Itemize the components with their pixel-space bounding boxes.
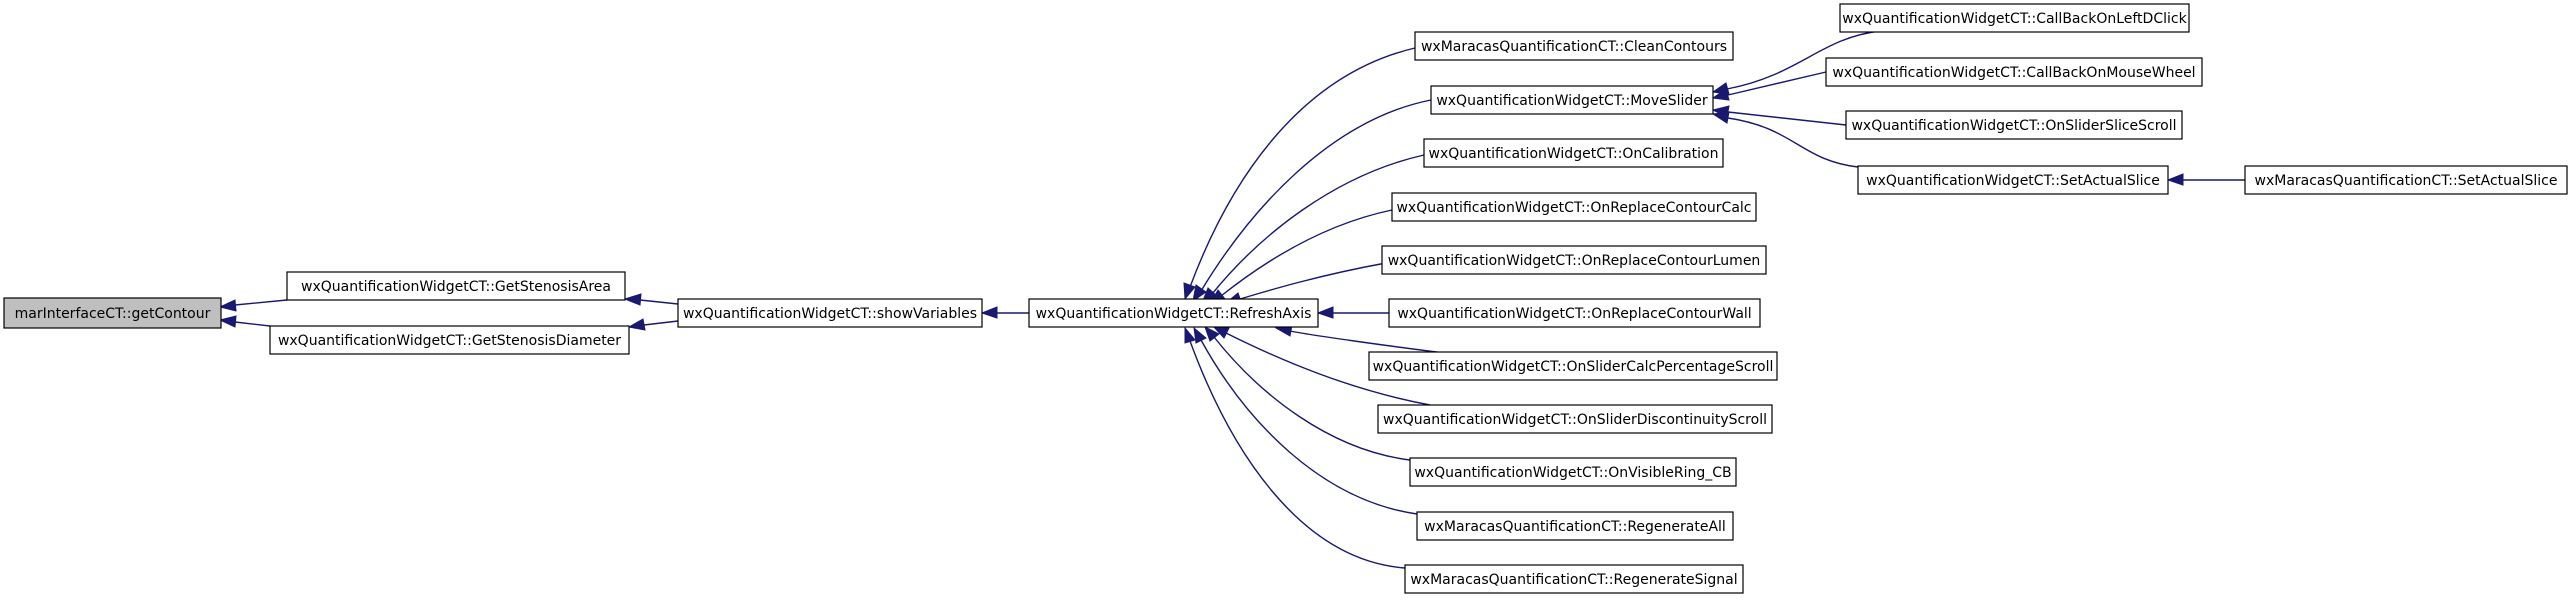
edge-onReplaceContourCalc-to-refreshAxis (1208, 209, 1393, 305)
edge-regenerateSignal-to-refreshAxis (1184, 326, 1406, 569)
node-label-setActualSliceMaracas: wxMaracasQuantificationCT::SetActualSlic… (2255, 173, 2558, 189)
node-label-regenerateSignal: wxMaracasQuantificationCT::RegenerateSig… (1410, 572, 1737, 588)
edge-getStenosisDiameter-to-getContour (218, 315, 271, 328)
node-regenerateSignal[interactable]: wxMaracasQuantificationCT::RegenerateSig… (1404, 564, 1744, 594)
edge-showVariables-to-getStenosisDiameter (627, 318, 679, 331)
edge-callBackOnMouseWheel-to-moveSlider (1711, 71, 1827, 101)
node-label-onReplaceContourCalc: wxQuantificationWidgetCT::OnReplaceConto… (1396, 200, 1751, 216)
edge-onReplaceContourLumen-to-refreshAxis (1224, 262, 1387, 305)
node-onSliderCalcPercentageScroll[interactable]: wxQuantificationWidgetCT::OnSliderCalcPe… (1368, 351, 1778, 381)
node-label-refreshAxis: wxQuantificationWidgetCT::RefreshAxis (1036, 306, 1312, 322)
edge-onSliderCalcPercentageScroll-to-refreshAxis (1274, 324, 1461, 356)
edge-moveSlider-to-refreshAxis (1192, 99, 1432, 303)
node-label-moveSlider: wxQuantificationWidgetCT::MoveSlider (1436, 93, 1708, 109)
nodes: marInterfaceCT::getContour wxQuantificat… (3, 3, 2568, 594)
node-label-onSliderCalcPercentageScroll: wxQuantificationWidgetCT::OnSliderCalcPe… (1373, 359, 1774, 375)
edge-cleanContours-to-refreshAxis (1183, 47, 1416, 301)
node-label-callBackOnMouseWheel: wxQuantificationWidgetCT::CallBackOnMous… (1832, 65, 2195, 81)
edge-onReplaceContourWall-to-refreshAxis (1316, 306, 1389, 319)
node-label-regenerateAll: wxMaracasQuantificationCT::RegenerateAll (1424, 519, 1726, 535)
node-label-getStenosisDiameter: wxQuantificationWidgetCT::GetStenosisDia… (278, 333, 621, 349)
edge-regenerateAll-to-refreshAxis (1193, 326, 1418, 515)
node-moveSlider[interactable]: wxQuantificationWidgetCT::MoveSlider (1430, 85, 1714, 115)
node-label-onVisibleRingCB: wxQuantificationWidgetCT::OnVisibleRing_… (1414, 465, 1731, 481)
node-label-showVariables: wxQuantificationWidgetCT::showVariables (683, 306, 977, 322)
node-label-callBackOnLeftDClick: wxQuantificationWidgetCT::CallBackOnLeft… (1842, 11, 2187, 27)
node-label-onSliderSliceScroll: wxQuantificationWidgetCT::OnSliderSliceS… (1851, 118, 2176, 134)
node-getStenosisDiameter[interactable]: wxQuantificationWidgetCT::GetStenosisDia… (269, 325, 630, 355)
node-label-onCalibration: wxQuantificationWidgetCT::OnCalibration (1429, 146, 1719, 162)
node-label-getContour: marInterfaceCT::getContour (15, 306, 211, 322)
edge-onCalibration-to-refreshAxis (1201, 154, 1425, 304)
node-callBackOnLeftDClick[interactable]: wxQuantificationWidgetCT::CallBackOnLeft… (1839, 3, 2190, 33)
node-regenerateAll[interactable]: wxMaracasQuantificationCT::RegenerateAll (1416, 511, 1734, 541)
node-getStenosisArea[interactable]: wxQuantificationWidgetCT::GetStenosisAre… (286, 271, 626, 301)
edge-showVariables-to-getStenosisArea (623, 293, 679, 306)
node-label-setActualSliceWidget: wxQuantificationWidgetCT::SetActualSlice (1866, 173, 2160, 189)
node-onCalibration[interactable]: wxQuantificationWidgetCT::OnCalibration (1423, 138, 1724, 168)
node-onSliderSliceScroll[interactable]: wxQuantificationWidgetCT::OnSliderSliceS… (1845, 110, 2183, 140)
edge-setActualSliceMaracas-to-setActualSliceWidget (2166, 173, 2245, 186)
node-label-onSliderDiscontinuityScroll: wxQuantificationWidgetCT::OnSliderDiscon… (1383, 412, 1767, 428)
node-showVariables[interactable]: wxQuantificationWidgetCT::showVariables (677, 298, 983, 328)
node-onReplaceContourCalc[interactable]: wxQuantificationWidgetCT::OnReplaceConto… (1391, 192, 1757, 222)
node-refreshAxis[interactable]: wxQuantificationWidgetCT::RefreshAxis (1028, 298, 1319, 328)
node-onReplaceContourWall[interactable]: wxQuantificationWidgetCT::OnReplaceConto… (1388, 298, 1761, 328)
node-cleanContours[interactable]: wxMaracasQuantificationCT::CleanContours (1414, 31, 1734, 61)
edge-getStenosisArea-to-getContour (218, 299, 288, 312)
node-setActualSliceMaracas[interactable]: wxMaracasQuantificationCT::SetActualSlic… (2244, 165, 2568, 195)
edge-onVisibleRingCB-to-refreshAxis (1204, 325, 1411, 461)
node-label-onReplaceContourLumen: wxQuantificationWidgetCT::OnReplaceConto… (1388, 253, 1761, 269)
node-onVisibleRingCB[interactable]: wxQuantificationWidgetCT::OnVisibleRing_… (1409, 457, 1737, 487)
node-onReplaceContourLumen[interactable]: wxQuantificationWidgetCT::OnReplaceConto… (1381, 245, 1767, 275)
node-label-cleanContours: wxMaracasQuantificationCT::CleanContours (1421, 39, 1727, 55)
edge-refreshAxis-to-showVariables (980, 306, 1029, 319)
node-onSliderDiscontinuityScroll[interactable]: wxQuantificationWidgetCT::OnSliderDiscon… (1377, 404, 1773, 434)
edge-onSliderSliceScroll-to-moveSlider (1711, 105, 1847, 126)
edges (218, 30, 2245, 569)
node-callBackOnMouseWheel[interactable]: wxQuantificationWidgetCT::CallBackOnMous… (1825, 57, 2203, 87)
edge-setActualSliceWidget-to-moveSlider (1711, 111, 1859, 168)
node-label-onReplaceContourWall: wxQuantificationWidgetCT::OnReplaceConto… (1397, 306, 1751, 322)
node-setActualSliceWidget[interactable]: wxQuantificationWidgetCT::SetActualSlice (1857, 165, 2169, 195)
node-getContour[interactable]: marInterfaceCT::getContour (3, 297, 222, 329)
node-label-getStenosisArea: wxQuantificationWidgetCT::GetStenosisAre… (301, 279, 611, 295)
